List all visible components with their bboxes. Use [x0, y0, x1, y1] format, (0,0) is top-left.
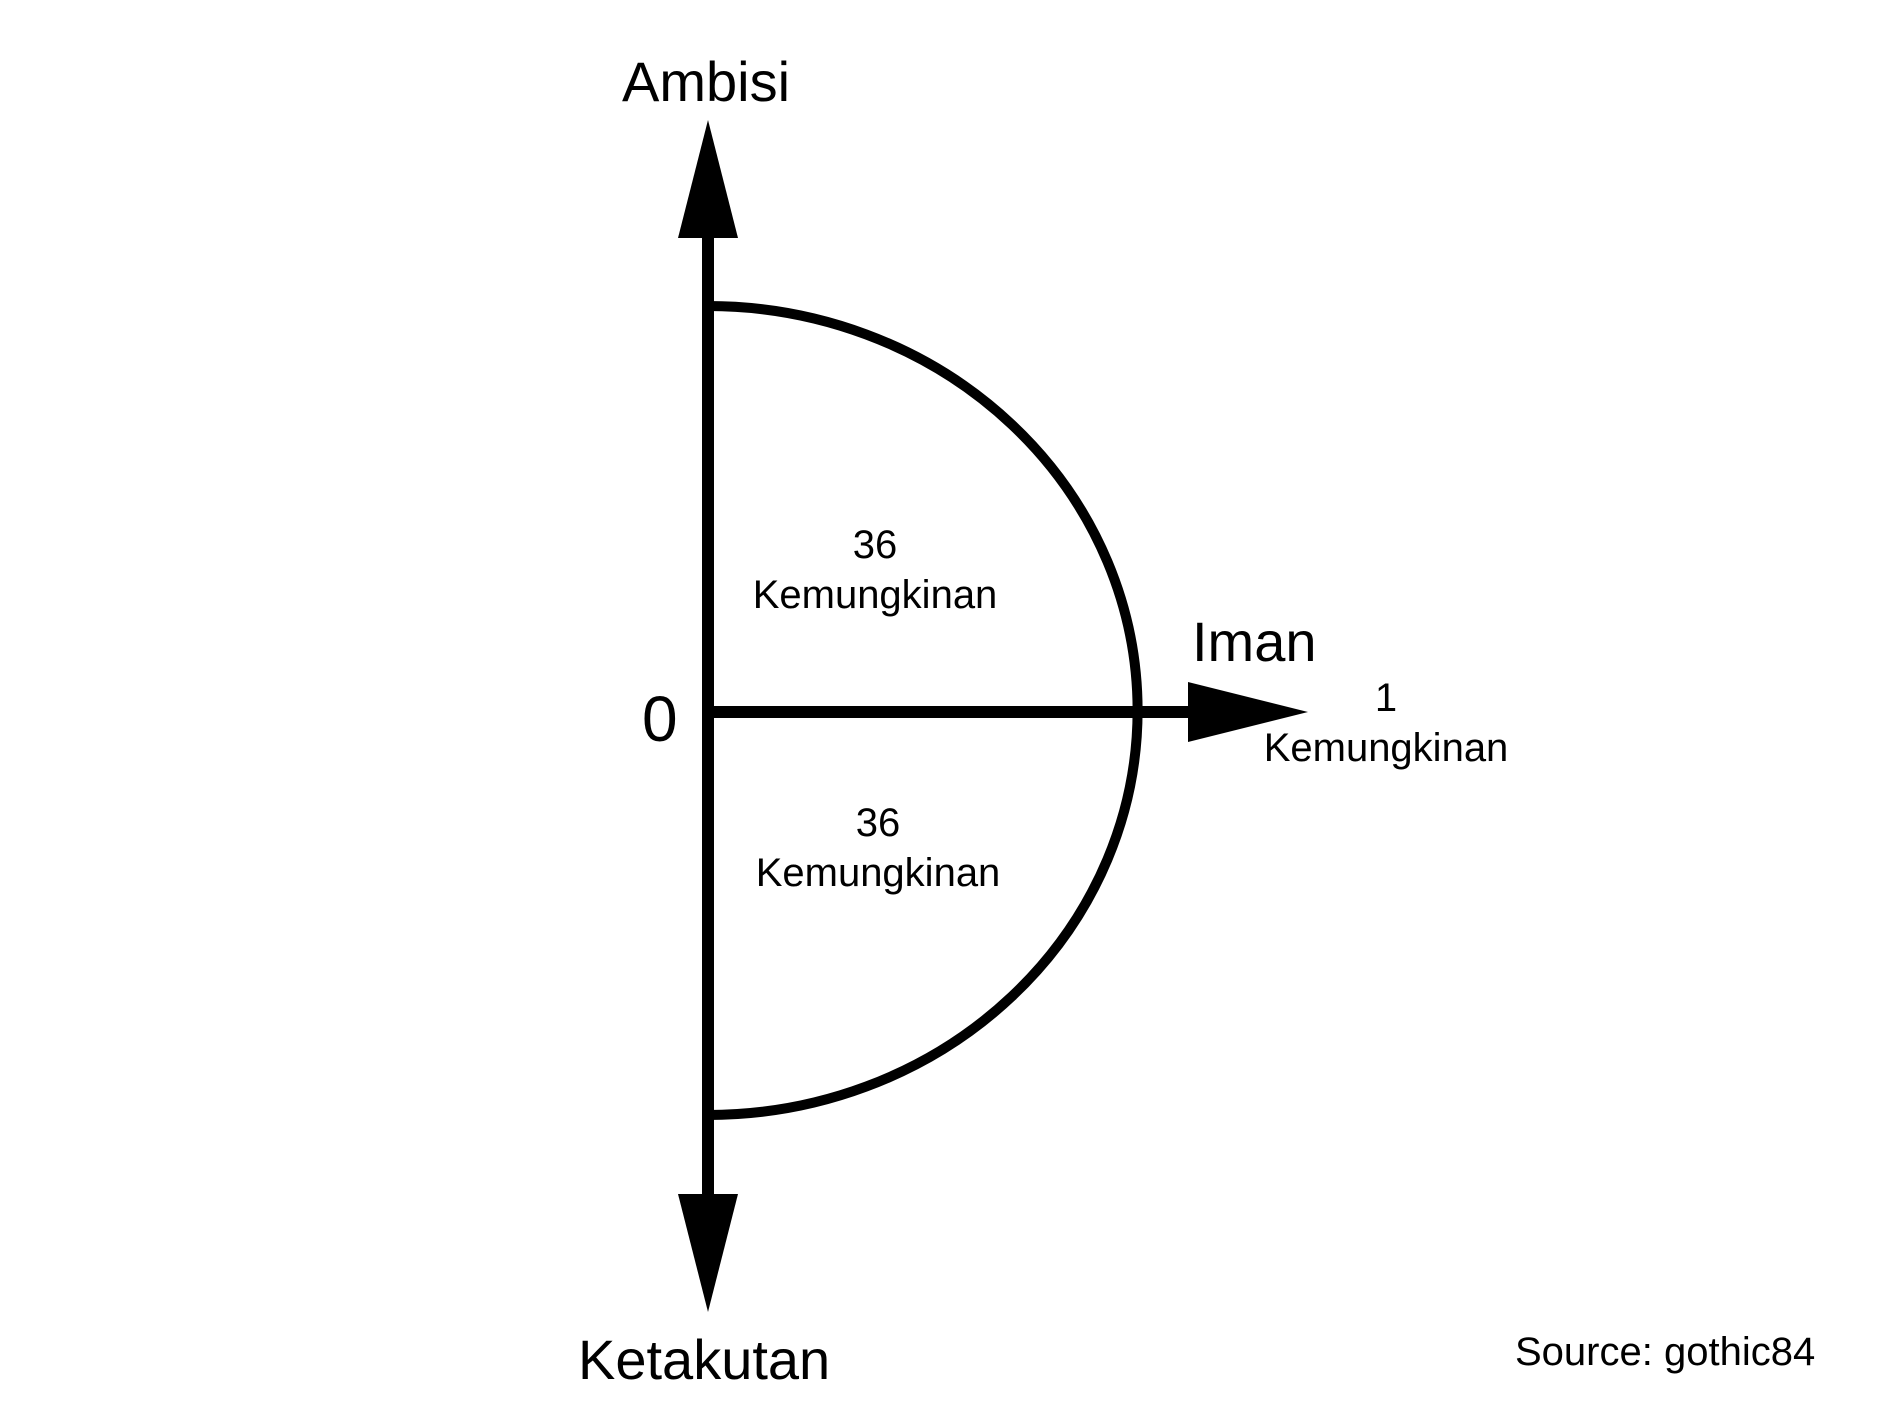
upper-region-unit: Kemungkinan [752, 573, 998, 617]
axis-label-ketakutan: Ketakutan [578, 1328, 831, 1391]
origin-label: 0 [642, 683, 678, 755]
lower-region-count: 36 [855, 801, 901, 845]
up-arrowhead [678, 120, 738, 238]
lower-region-unit: Kemungkinan [755, 851, 1001, 895]
source-credit: Source: gothic84 [1515, 1330, 1816, 1374]
right-arrowhead [1188, 682, 1308, 742]
lower-region-label: 36 Kemungkinan [756, 798, 1001, 898]
right-region-label: 1 Kemungkinan [1264, 673, 1509, 773]
axis-label-iman: Iman [1192, 610, 1317, 673]
down-arrowhead [678, 1194, 738, 1312]
right-region-unit: Kemungkinan [1263, 726, 1509, 770]
right-region-count: 1 [1374, 676, 1398, 720]
axis-label-ambisi: Ambisi [622, 50, 791, 113]
upper-region-label: 36 Kemungkinan [753, 520, 998, 620]
upper-region-count: 36 [852, 523, 898, 567]
